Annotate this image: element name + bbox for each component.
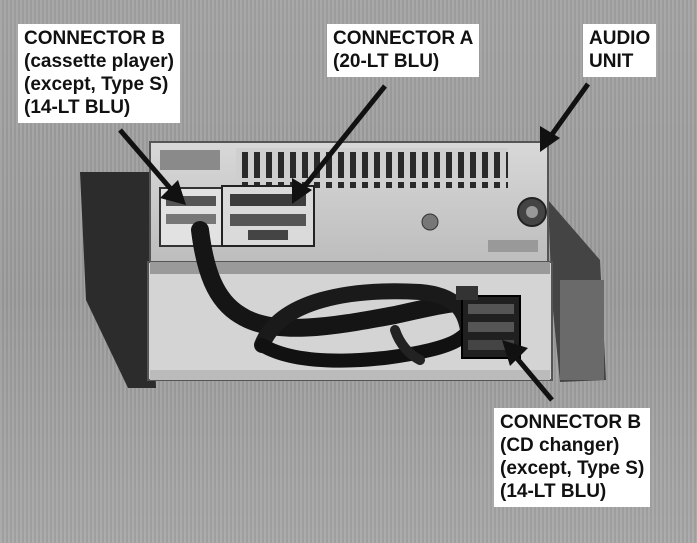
callout-line: (except, Type S) [24,74,169,95]
wiring-harness [191,221,479,337]
callout-line: (14-LT BLU) [24,97,131,118]
connector-b-cd-callout: CONNECTOR B (CD changer) (except, Type S… [494,408,651,507]
callout-line: (CD changer) [500,435,620,456]
arrow-connector-a [298,84,387,194]
callout-line: (14-LT BLU) [500,481,607,502]
callout-line: (20-LT BLU) [333,51,440,72]
callout-line: (except, Type S) [500,458,645,479]
callout-line: CONNECTOR B [500,412,642,433]
arrow-connector-b-cassette [118,128,178,197]
arrow-audio-unit [545,82,591,142]
audio-unit-callout: AUDIO UNIT [583,24,657,77]
callout-line: (cassette player) [24,51,174,72]
callout-line: CONNECTOR B [24,28,166,49]
callout-line: UNIT [589,51,634,72]
callout-line: AUDIO [589,28,651,49]
left-mount-bracket [80,172,156,388]
connector-b-cassette-callout: CONNECTOR B (cassette player) (except, T… [18,24,180,123]
connector-a-callout: CONNECTOR A (20-LT BLU) [327,24,480,77]
callout-line: CONNECTOR A [333,28,474,49]
